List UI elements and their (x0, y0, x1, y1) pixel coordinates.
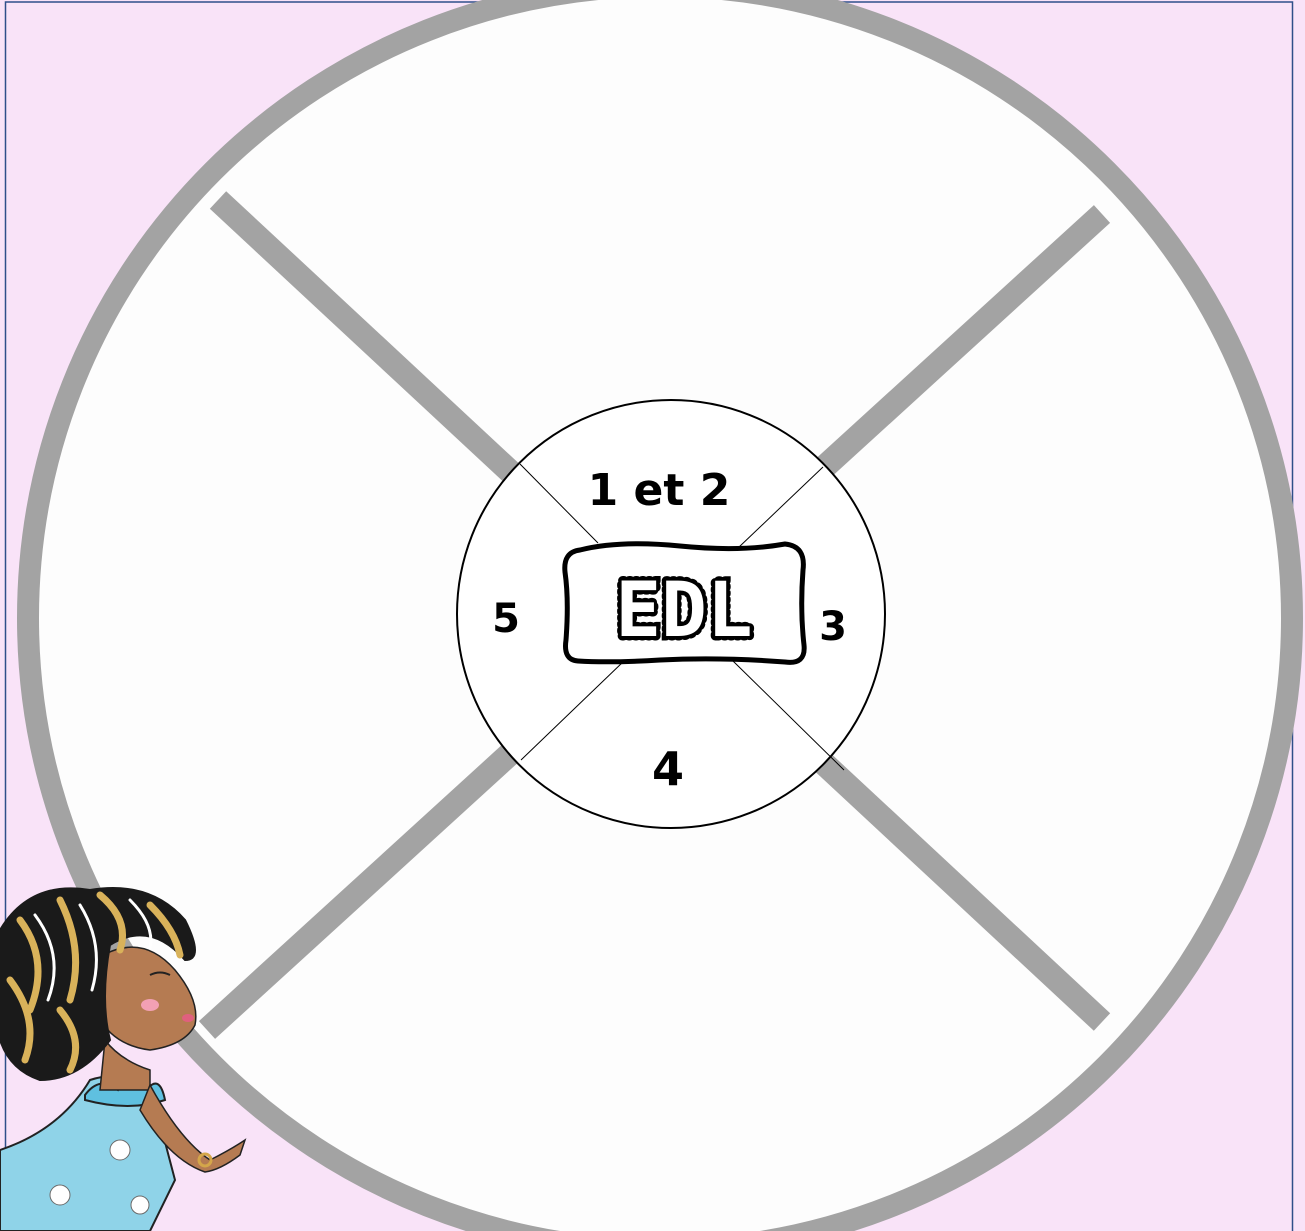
segment-label-left: 5 (492, 596, 520, 642)
segment-label-top: 1 et 2 (588, 465, 731, 516)
segment-label-right: 3 (819, 604, 847, 650)
segment-label-bottom: 4 (652, 742, 684, 796)
center-title: EDL (615, 565, 752, 654)
